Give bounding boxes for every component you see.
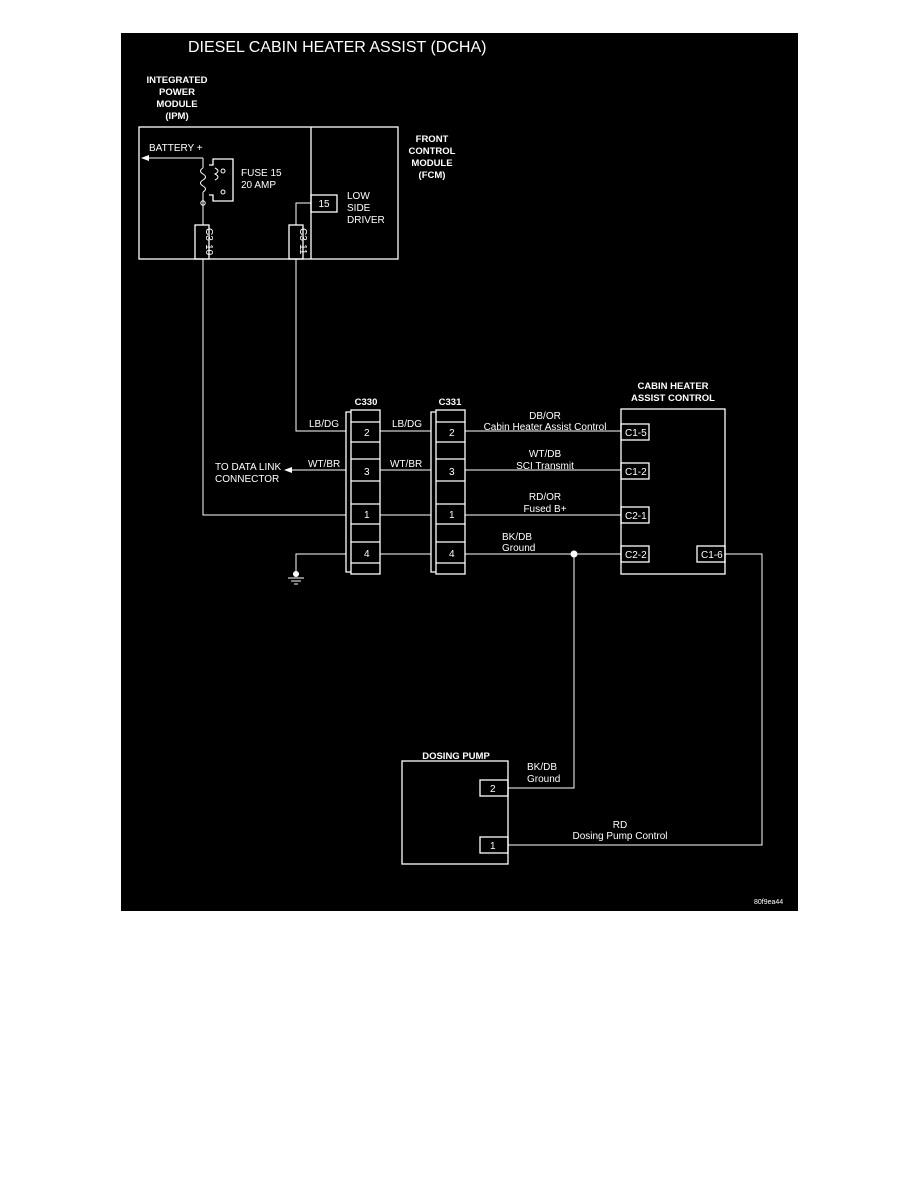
low-side-driver-line3: DRIVER bbox=[347, 215, 385, 226]
wire-splice-to-pump bbox=[508, 554, 575, 789]
ipm-label: INTEGRATED POWER MODULE (IPM) bbox=[146, 75, 207, 122]
ground-icon bbox=[288, 571, 304, 585]
data-link-label-line1: TO DATA LINK bbox=[215, 462, 281, 473]
low-side-driver-pin-label: 15 bbox=[318, 199, 330, 210]
connector-c330 bbox=[345, 409, 381, 575]
wire-label-wtbr-left: WT/BR bbox=[308, 459, 340, 470]
cabin-control-pin-c1-6-label: C1-6 bbox=[701, 550, 723, 561]
wire-c1-6-to-pump bbox=[508, 553, 763, 846]
c331-pin-4: 4 bbox=[449, 549, 455, 560]
figure-id: 80f9ea44 bbox=[754, 899, 783, 906]
dosing-pump-box bbox=[401, 760, 509, 865]
ipm-pin-c3-11-label: C3-11 bbox=[297, 228, 308, 255]
connector-c331-label: C331 bbox=[439, 397, 462, 408]
svg-text:CONTROL: CONTROL bbox=[409, 146, 456, 157]
low-side-driver-line2: SIDE bbox=[347, 203, 371, 214]
circuit-wtdb-code: WT/DB bbox=[529, 449, 562, 460]
cabin-heater-assist-control-box bbox=[620, 408, 726, 575]
circuit-bkdb-code: BK/DB bbox=[502, 532, 532, 543]
fuse-label-line2: 20 AMP bbox=[241, 180, 276, 191]
svg-text:(FCM): (FCM) bbox=[419, 170, 446, 181]
c330-pin-2: 2 bbox=[364, 428, 370, 439]
ipm-module-box bbox=[138, 126, 399, 260]
fuse-icon bbox=[200, 158, 234, 225]
c331-pin-3: 3 bbox=[449, 467, 455, 478]
circuit-dbor-desc: Cabin Heater Assist Control bbox=[484, 422, 607, 433]
pump-control-code: RD bbox=[613, 820, 627, 831]
cabin-control-pin-c1-5-label: C1-5 bbox=[625, 428, 647, 439]
svg-text:POWER: POWER bbox=[159, 87, 195, 98]
circuit-wtdb-desc: SCI Transmit bbox=[516, 461, 574, 472]
pump-ground-desc: Ground bbox=[527, 774, 560, 785]
connector-c330-label: C330 bbox=[355, 397, 378, 408]
svg-text:(IPM): (IPM) bbox=[165, 111, 188, 122]
svg-text:MODULE: MODULE bbox=[156, 99, 197, 110]
diagram-background bbox=[121, 33, 798, 911]
cabin-control-label-line2: ASSIST CONTROL bbox=[631, 393, 715, 404]
circuit-bkdb-desc: Ground bbox=[502, 543, 535, 554]
c330-pin-1: 1 bbox=[364, 510, 370, 521]
dosing-pump-pin-2-label: 2 bbox=[490, 784, 496, 795]
data-link-label-line2: CONNECTOR bbox=[215, 474, 279, 485]
wire-fcm-to-c3-11 bbox=[295, 202, 311, 225]
dosing-pump-label: DOSING PUMP bbox=[422, 751, 490, 762]
dosing-pump-pin-1 bbox=[479, 836, 509, 854]
fuse-label-line1: FUSE 15 bbox=[241, 168, 282, 179]
cabin-control-pin-c1-5 bbox=[620, 423, 650, 441]
dosing-pump-pin-1-label: 1 bbox=[490, 841, 496, 852]
circuit-dbor-code: DB/OR bbox=[529, 411, 561, 422]
wire-label-lbdg-left: LB/DG bbox=[309, 419, 339, 430]
circuit-rdor-desc: Fused B+ bbox=[523, 504, 566, 515]
cabin-control-pin-c1-2 bbox=[620, 462, 650, 480]
wire-c3-11-lbdg bbox=[295, 259, 346, 432]
low-side-driver-line1: LOW bbox=[347, 191, 370, 202]
wire-c330-pin4-ground bbox=[295, 553, 346, 572]
battery-arrow-icon bbox=[141, 155, 149, 161]
dosing-pump-pin-2 bbox=[479, 779, 509, 797]
pump-control-desc: Dosing Pump Control bbox=[572, 831, 667, 842]
c331-pin-1: 1 bbox=[449, 510, 455, 521]
cabin-control-label-line1: CABIN HEATER bbox=[637, 381, 708, 392]
fcm-label: FRONT CONTROL MODULE (FCM) bbox=[409, 134, 456, 181]
wire-label-wtbr-right: WT/BR bbox=[390, 459, 422, 470]
svg-text:FRONT: FRONT bbox=[416, 134, 449, 145]
battery-label: BATTERY + bbox=[149, 143, 203, 154]
connector-c331 bbox=[430, 409, 466, 575]
wire-c3-10-rdor bbox=[202, 259, 346, 516]
cabin-control-pin-c2-2-label: C2-2 bbox=[625, 550, 647, 561]
svg-text:MODULE: MODULE bbox=[411, 158, 452, 169]
svg-text:INTEGRATED: INTEGRATED bbox=[146, 75, 207, 86]
c330-pin-4: 4 bbox=[364, 549, 370, 560]
data-link-arrow-icon bbox=[284, 467, 292, 473]
circuit-rdor-code: RD/OR bbox=[529, 492, 561, 503]
c330-pin-3: 3 bbox=[364, 467, 370, 478]
pump-ground-code: BK/DB bbox=[527, 762, 557, 773]
ipm-pin-c3-10 bbox=[194, 224, 210, 260]
c331-pin-2: 2 bbox=[449, 428, 455, 439]
ipm-pin-c3-10-label: C3-10 bbox=[203, 228, 214, 256]
wire-label-lbdg-right: LB/DG bbox=[392, 419, 422, 430]
diagram-title: DIESEL CABIN HEATER ASSIST (DCHA) bbox=[188, 39, 486, 56]
cabin-control-pin-c2-1-label: C2-1 bbox=[625, 511, 647, 522]
cabin-control-pin-c1-2-label: C1-2 bbox=[625, 467, 647, 478]
